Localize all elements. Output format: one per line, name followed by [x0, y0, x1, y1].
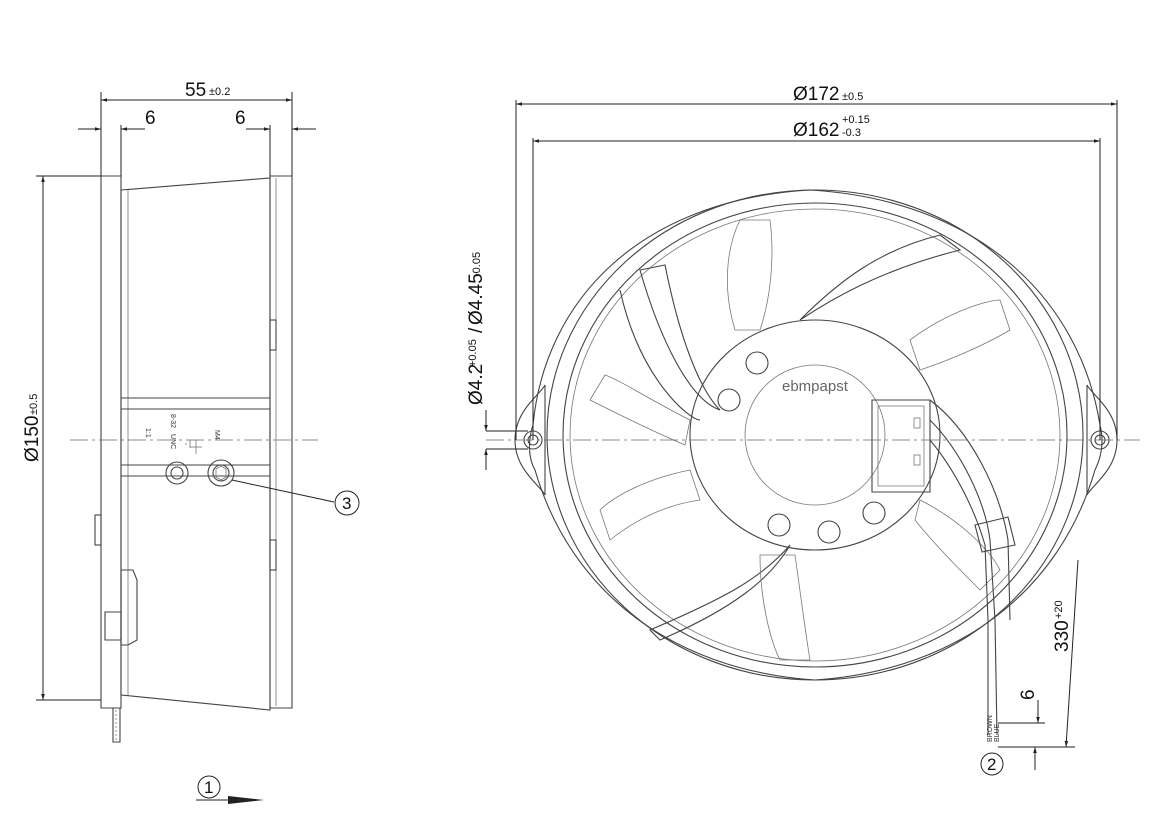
dim-depth-value: 55	[185, 80, 206, 101]
marking-m4: M4	[213, 430, 220, 440]
front-venturi-ring	[562, 202, 1068, 668]
mounting-ear-right	[1086, 384, 1118, 496]
dim-hole-value-a: Ø4.2	[466, 364, 487, 405]
dim-hole-separator: /	[466, 327, 487, 333]
ground-hole-inner	[170, 466, 184, 480]
hub-hole	[767, 513, 791, 537]
motor-hub	[689, 319, 941, 551]
cable-wire	[929, 419, 998, 736]
hub-hole	[717, 388, 741, 412]
cable-tie	[974, 516, 1016, 553]
strut	[639, 264, 721, 411]
front-flange-ring	[546, 189, 1084, 681]
dim-diameter-162-value: Ø162	[793, 120, 839, 141]
marking-unc: UNC	[169, 434, 176, 449]
hub-hole	[862, 501, 886, 525]
dim-lead-length-value: 330	[1052, 620, 1073, 652]
callout-1-circle	[197, 775, 221, 799]
brand-logo: ebmpapst	[782, 378, 849, 395]
ground-screw	[207, 459, 235, 487]
hub-hole	[817, 520, 841, 544]
callout-1-number: 1	[204, 778, 213, 797]
cable-wire	[929, 399, 1011, 621]
side-tab	[269, 319, 277, 351]
callout-3-circle	[334, 490, 360, 516]
strut	[649, 544, 791, 641]
wire-label-blue: BLUE	[994, 723, 1001, 742]
hub-center	[744, 364, 886, 506]
front-venturi-inner	[569, 208, 1061, 662]
callout-2-circle	[980, 752, 1004, 776]
dim-lead-length-label: 330 +20	[1052, 600, 1073, 652]
front-housing-outline	[528, 189, 1103, 681]
dim-hole-tol-b: -0.05	[471, 252, 483, 277]
dim-diameter-172-value: Ø172	[793, 84, 839, 105]
strut	[799, 234, 962, 321]
side-view-venturi	[120, 177, 271, 711]
dim-line-lead-length	[1064, 559, 1079, 748]
side-cable	[112, 708, 121, 743]
dim-diameter-150-tolerance: ±0.5	[28, 394, 40, 415]
ground-screw-head	[212, 464, 230, 482]
dim-flange-left-value: 6	[145, 108, 156, 129]
side-tab	[269, 539, 277, 571]
terminal-box-inner	[877, 405, 925, 487]
dim-depth-tolerance: ±0.2	[209, 86, 230, 98]
wire-label-brown: BROWN	[987, 715, 994, 742]
callout-2-number: 2	[987, 755, 996, 774]
marking-8-32: 8-32	[169, 414, 176, 428]
side-view-flange-right	[269, 175, 293, 709]
terminal-box	[871, 399, 931, 493]
dim-diameter-150-value: Ø150	[22, 416, 43, 462]
dim-diameter-150-label: Ø150 ±0.5	[22, 394, 43, 462]
dim-lead-length-tolerance: +20	[1053, 600, 1065, 619]
side-view-housing	[100, 175, 122, 709]
callout-3-number: 3	[342, 494, 351, 513]
cable-wire	[929, 439, 989, 735]
dim-diameter-162-tol-lower: -0.3	[842, 127, 861, 139]
dim-diameter-162-tol-upper: +0.15	[842, 114, 870, 126]
cable-clip	[120, 569, 138, 646]
cable-clip-base	[104, 611, 122, 641]
impeller-blades	[589, 219, 1011, 661]
dim-hole-tol-a: +0.05	[467, 339, 479, 367]
callout-3-leader	[231, 479, 335, 503]
ground-symbol-icon	[185, 440, 202, 454]
side-view: M4 8-32 UNC 1:1 55 ±0.2 6 6	[22, 80, 360, 804]
dim-hole-value-b: Ø4.45	[466, 273, 487, 325]
terminal	[913, 454, 921, 466]
dim-hole-label: Ø4.2 +0.05 / Ø4.45 -0.05	[466, 252, 487, 405]
airflow-arrow-icon	[228, 796, 264, 804]
marking-scale: 1:1	[144, 428, 151, 438]
side-tab	[94, 514, 102, 546]
strut-edge	[619, 289, 701, 421]
front-view: ebmpapst BROWN BLUE Ø172 ±0.5 Ø162 +0.15…	[466, 84, 1140, 776]
dim-flange-right-value: 6	[235, 108, 246, 129]
terminal	[913, 417, 921, 429]
dim-diameter-172-tolerance: ±0.5	[842, 91, 863, 103]
dim-strip-value: 6	[1018, 689, 1039, 700]
torx-icon	[215, 465, 227, 481]
ground-hole	[165, 461, 189, 485]
hub-hole	[745, 351, 769, 375]
